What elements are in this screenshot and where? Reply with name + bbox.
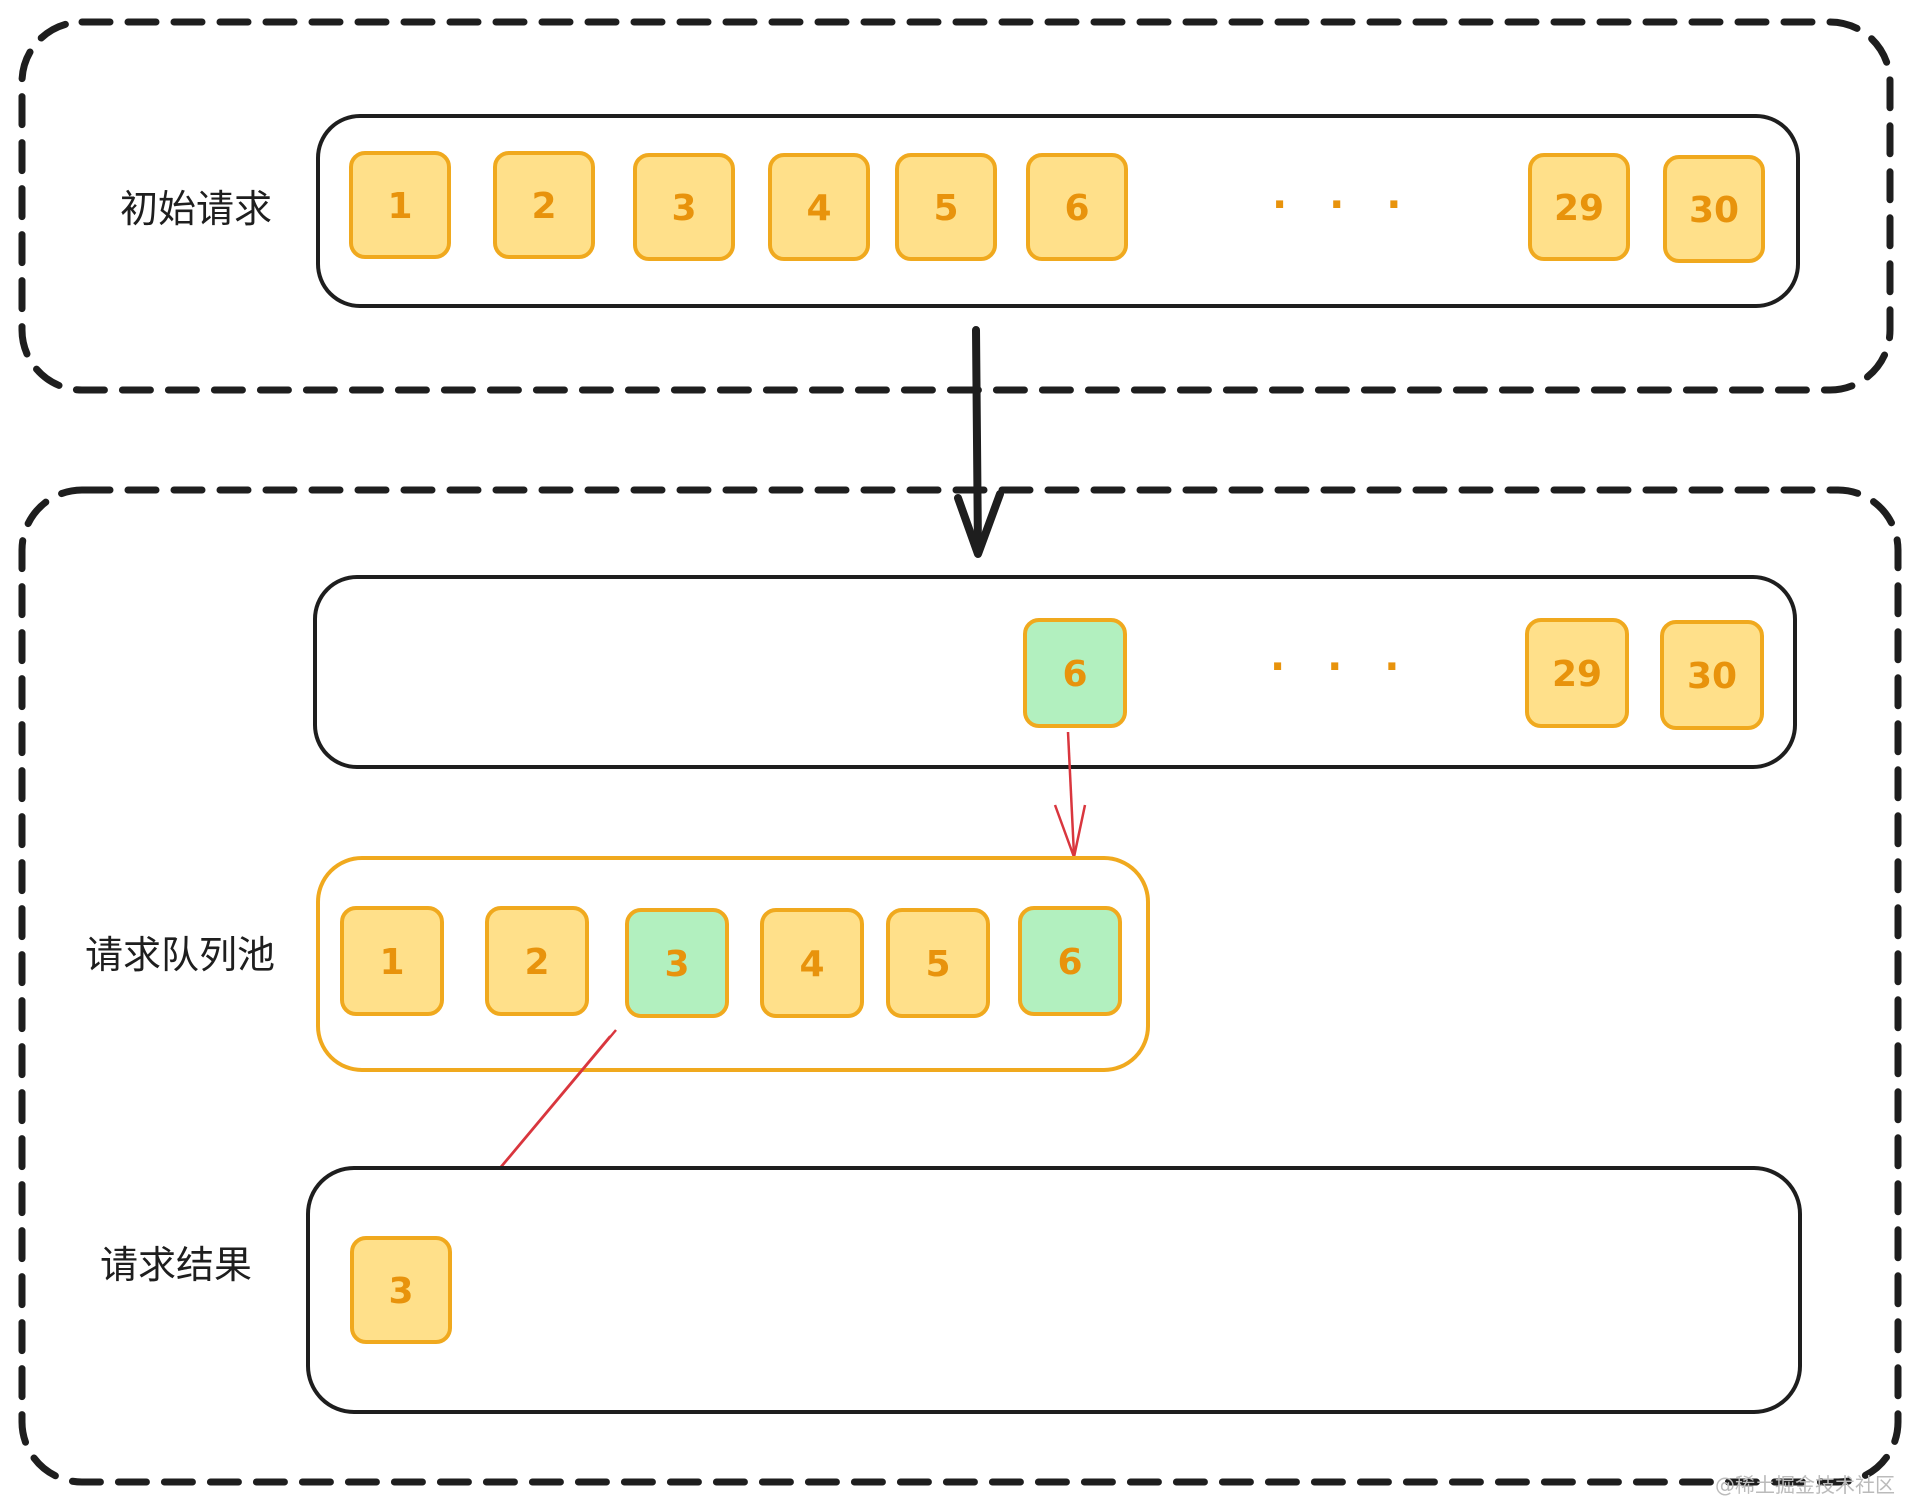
initial-tile: 6 — [1026, 153, 1128, 261]
svg-text:29: 29 — [1552, 654, 1602, 695]
pool-tile-active: 3 — [625, 908, 729, 1018]
initial-requests-label: 初始请求 — [120, 187, 272, 231]
svg-text:2: 2 — [531, 186, 556, 227]
svg-text:5: 5 — [925, 944, 950, 985]
svg-text:30: 30 — [1689, 190, 1739, 231]
pool-tile: 4 — [760, 908, 864, 1018]
svg-text:1: 1 — [387, 186, 412, 227]
initial-tile: 2 — [493, 151, 595, 259]
svg-text:29: 29 — [1554, 188, 1604, 229]
pool-tile: 1 — [340, 906, 444, 1016]
initial-tile: 29 — [1528, 153, 1630, 261]
initial-tile: 1 — [349, 151, 451, 259]
pending-tile-active: 6 — [1023, 618, 1127, 728]
request-result-label: 请求结果 — [100, 1243, 252, 1287]
pending-ellipsis: · · · — [1270, 644, 1413, 690]
svg-text:1: 1 — [379, 942, 404, 983]
pool-tile-active: 6 — [1018, 906, 1122, 1016]
svg-text:30: 30 — [1687, 656, 1737, 697]
watermark: @稀土掘金技术社区 — [1715, 1473, 1895, 1497]
svg-text:6: 6 — [1057, 942, 1082, 983]
main-flow-arrow — [954, 326, 1004, 558]
pending-tile: 29 — [1525, 618, 1629, 728]
request-result-container — [306, 1166, 1802, 1414]
processing-group-frame — [18, 486, 1902, 1486]
initial-tile: 5 — [895, 153, 997, 261]
svg-text:2: 2 — [524, 942, 549, 983]
result-tile: 3 — [350, 1236, 452, 1344]
initial-tile: 4 — [768, 153, 870, 261]
initial-ellipsis: · · · — [1272, 182, 1415, 228]
svg-text:4: 4 — [799, 944, 824, 985]
pending-tile: 30 — [1660, 620, 1764, 730]
svg-text:5: 5 — [933, 188, 958, 229]
pool-tile: 2 — [485, 906, 589, 1016]
initial-tile: 3 — [633, 153, 735, 261]
request-pool-label: 请求队列池 — [85, 933, 275, 977]
svg-text:6: 6 — [1064, 188, 1089, 229]
svg-text:6: 6 — [1062, 654, 1087, 695]
svg-text:3: 3 — [671, 188, 696, 229]
svg-text:4: 4 — [806, 188, 831, 229]
initial-group-frame — [18, 18, 1894, 394]
svg-text:3: 3 — [664, 944, 689, 985]
pool-tile: 5 — [886, 908, 990, 1018]
initial-tile: 30 — [1663, 155, 1765, 263]
svg-text:3: 3 — [388, 1271, 413, 1312]
